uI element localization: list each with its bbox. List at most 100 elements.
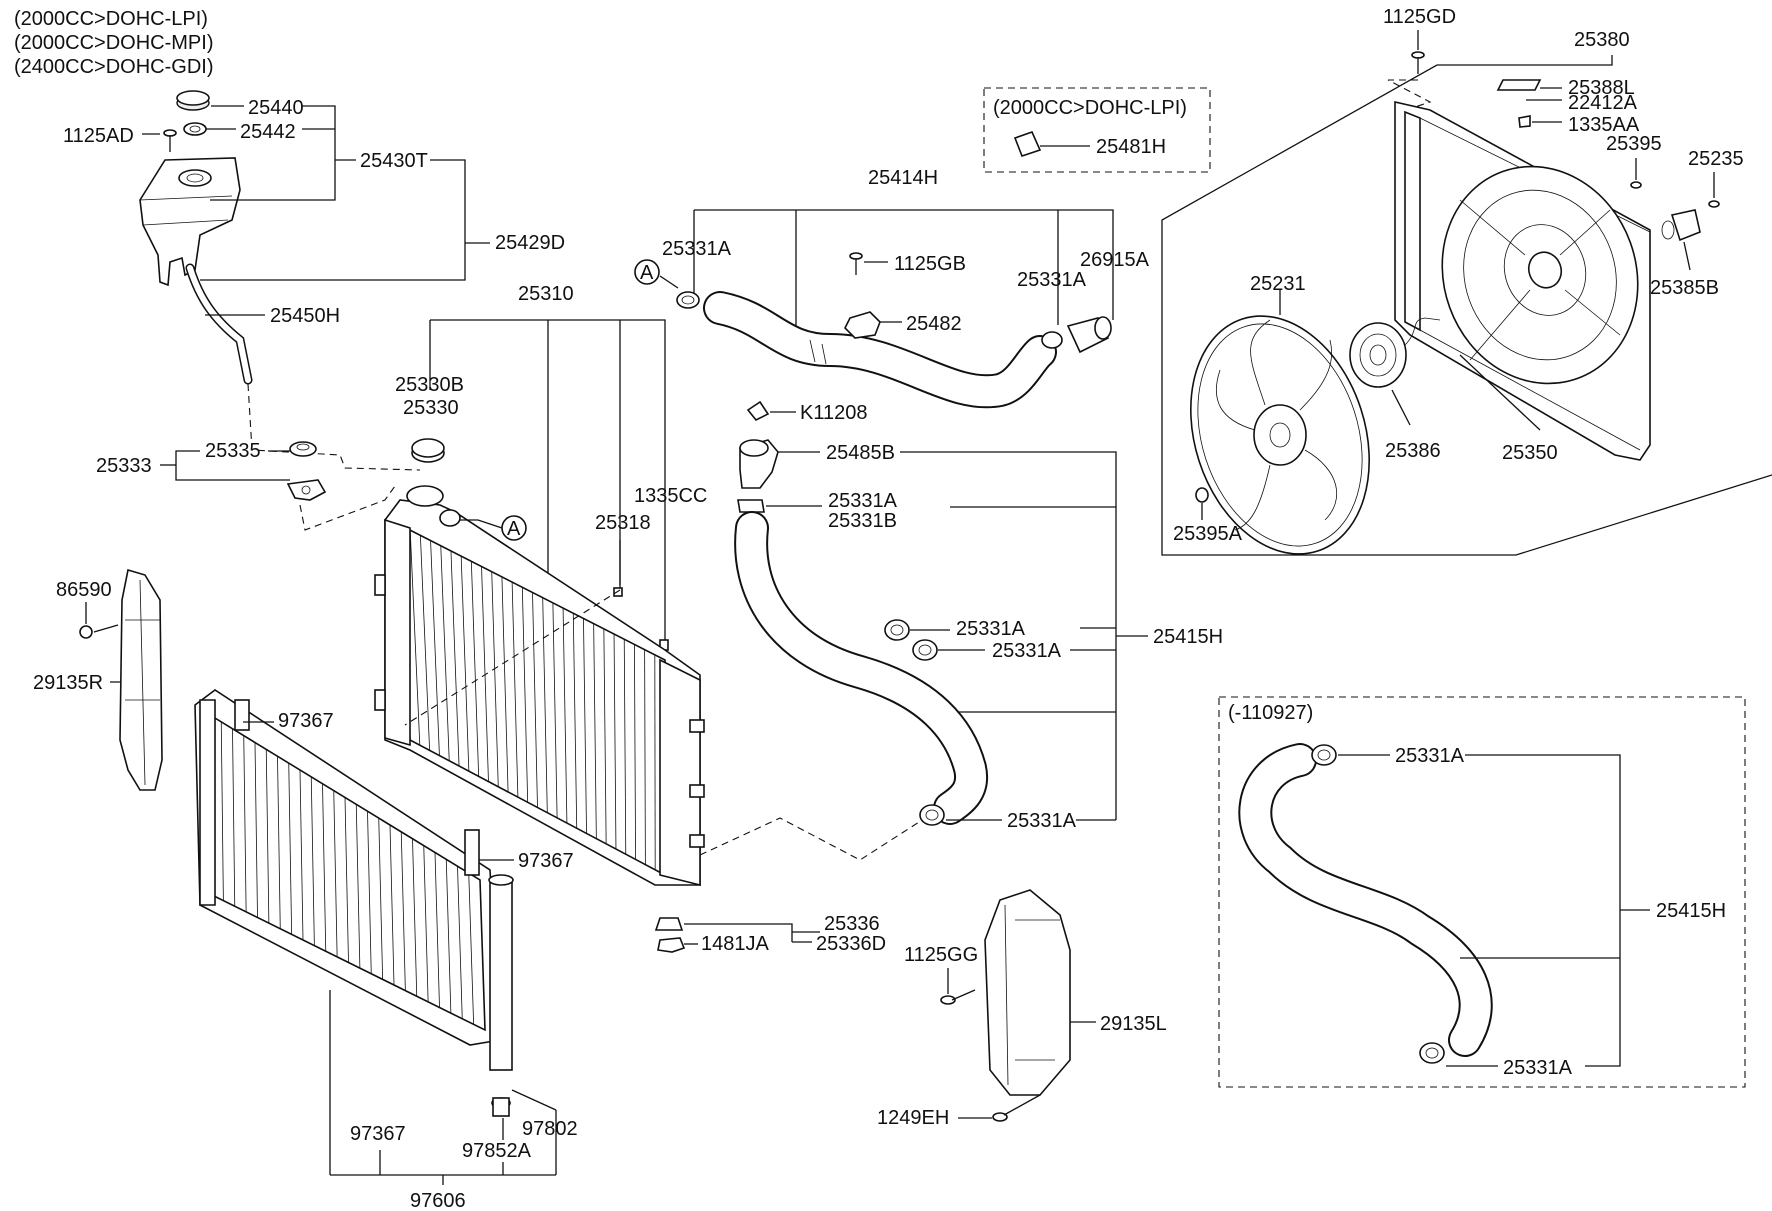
upper-hose-clamp-right[interactable] [1041,331,1063,349]
resistor-25385B[interactable] [1661,209,1701,242]
radiator-cap[interactable] [411,438,445,463]
label-25318: 25318 [595,512,651,534]
engine-note-lpi: (2000CC>DOHC-LPI) [14,8,208,30]
label-25485B: 25485B [826,442,895,464]
label-25331A-alt-bottom: 25331A [1503,1057,1573,1079]
label-1335CC: 1335CC [634,485,707,507]
reservoir-hose[interactable] [185,263,253,385]
label-25415H: 25415H [1153,626,1223,648]
hose-clamp-alt-bottom[interactable] [1419,1042,1445,1064]
label-97367-a: 97367 [278,710,334,732]
lpi-option-box [983,87,1211,173]
bolt-1125GG-icon[interactable] [940,989,976,1005]
radiator-cap-seal[interactable] [289,441,317,457]
label-25388L: 25388L [1568,77,1635,99]
drain-plug-seal-1481JA[interactable] [657,937,686,953]
label-97802: 97802 [522,1118,578,1140]
label-22412A: 22412A [1568,92,1638,114]
label-25331A-lower-4: 25331A [1007,810,1077,832]
label-1249EH: 1249EH [877,1107,949,1129]
date-box-note: (-110927) [1228,702,1313,724]
hose-connector-26915A[interactable] [1066,316,1112,354]
hose-clip-25481H[interactable] [1013,130,1042,157]
label-25331A-lower-3: 25331A [992,640,1062,662]
label-25336D: 25336D [816,933,886,955]
lpi-box-note: (2000CC>DOHC-LPI) [993,97,1187,119]
label-97606: 97606 [410,1190,466,1211]
label-25440: 25440 [248,97,304,119]
clip-86590-icon[interactable] [79,625,93,639]
label-25395: 25395 [1606,133,1662,155]
label-25335: 25335 [205,440,261,462]
radiator-core[interactable] [374,485,705,887]
drain-plug-25336[interactable] [654,917,684,931]
label-25336: 25336 [824,913,880,935]
label-25333: 25333 [96,455,152,477]
hose-clamp-alt-top[interactable] [1311,744,1337,766]
grommet-1335AA[interactable] [1518,115,1531,128]
lower-radiator-hose[interactable] [734,511,989,825]
bolt-1249EH-icon[interactable] [992,1094,1041,1122]
air-guard-left-29135R[interactable] [119,568,163,791]
label-25235: 25235 [1688,148,1744,170]
label-25330: 25330 [403,397,459,419]
hose-elbow-25485B[interactable] [739,439,779,489]
bolt-25235-icon[interactable] [1708,200,1720,208]
bolt-25395-icon[interactable] [1630,181,1642,189]
label-26915A: 26915A [1080,249,1150,271]
engine-note-mpi: (2000CC>DOHC-MPI) [14,32,213,54]
condenser-97606[interactable] [194,689,514,1071]
label-1125GB: 1125GB [894,253,966,275]
hose-clamp-25331A-lower-bottom[interactable] [919,804,945,826]
hose-clamp-25331A-mid-1[interactable] [884,619,910,641]
svg-text:A: A [640,262,654,284]
fan-motor-25386[interactable] [1349,317,1441,388]
hose-clamp-25331A-lower-top[interactable] [737,499,765,513]
reservoir-cap[interactable] [176,90,210,111]
label-25380: 25380 [1574,29,1630,51]
label-29135R: 29135R [33,672,103,694]
fan-shroud-25350[interactable] [1394,100,1668,461]
label-25430T: 25430T [360,150,428,172]
label-97367-c: 97367 [350,1123,406,1145]
bolt-1125GD-icon[interactable] [1411,51,1425,74]
upper-hose-bolt-icon[interactable] [849,252,863,275]
engine-note-gdi: (2400CC>DOHC-GDI) [14,56,213,78]
fan-nut-25395A[interactable] [1195,487,1209,503]
label-97852A: 97852A [462,1140,532,1162]
label-25386: 25386 [1385,440,1441,462]
label-86590: 86590 [56,579,112,601]
label-25481H: 25481H [1096,136,1166,158]
clip-K11208[interactable] [746,400,770,422]
receiver-drier-cap-97802[interactable] [491,1097,511,1117]
label-25415H-alt: 25415H [1656,900,1726,922]
air-guard-right-29135L[interactable] [984,889,1071,1096]
hose-bracket-25482[interactable] [844,311,881,339]
label-plate-25388L[interactable] [1496,79,1542,91]
label-25385B: 25385B [1650,277,1719,299]
reservoir-cap-gasket[interactable] [183,122,207,136]
label-25482: 25482 [906,313,962,335]
upper-hose-clamp-left[interactable] [676,291,700,309]
radiator-cap-bracket[interactable] [286,479,327,501]
hose-clamp-25331A-mid-2[interactable] [912,639,938,661]
label-1125AD: 1125AD [63,125,134,147]
label-25442: 25442 [240,121,296,143]
label-25330B: 25330B [395,374,464,396]
label-K11208: K11208 [800,402,867,424]
label-29135L: 29135L [1100,1013,1167,1035]
lower-hose-alt[interactable] [1238,743,1493,1057]
label-1481JA: 1481JA [701,933,769,955]
label-25395A: 25395A [1173,523,1243,545]
date-option-box [1218,696,1746,1088]
radiator-drain-plug-icon[interactable] [613,587,623,597]
label-1125GG: 1125GG [904,944,978,966]
reservoir-bolt-icon[interactable] [163,129,177,152]
label-1335AA: 1335AA [1568,114,1640,136]
upper-radiator-hose[interactable] [703,291,1057,409]
svg-text:A: A [507,518,521,540]
coolant-reservoir-tank[interactable] [139,157,241,287]
label-25450H: 25450H [270,305,340,327]
cooling-fan-25231[interactable] [1161,293,1398,578]
